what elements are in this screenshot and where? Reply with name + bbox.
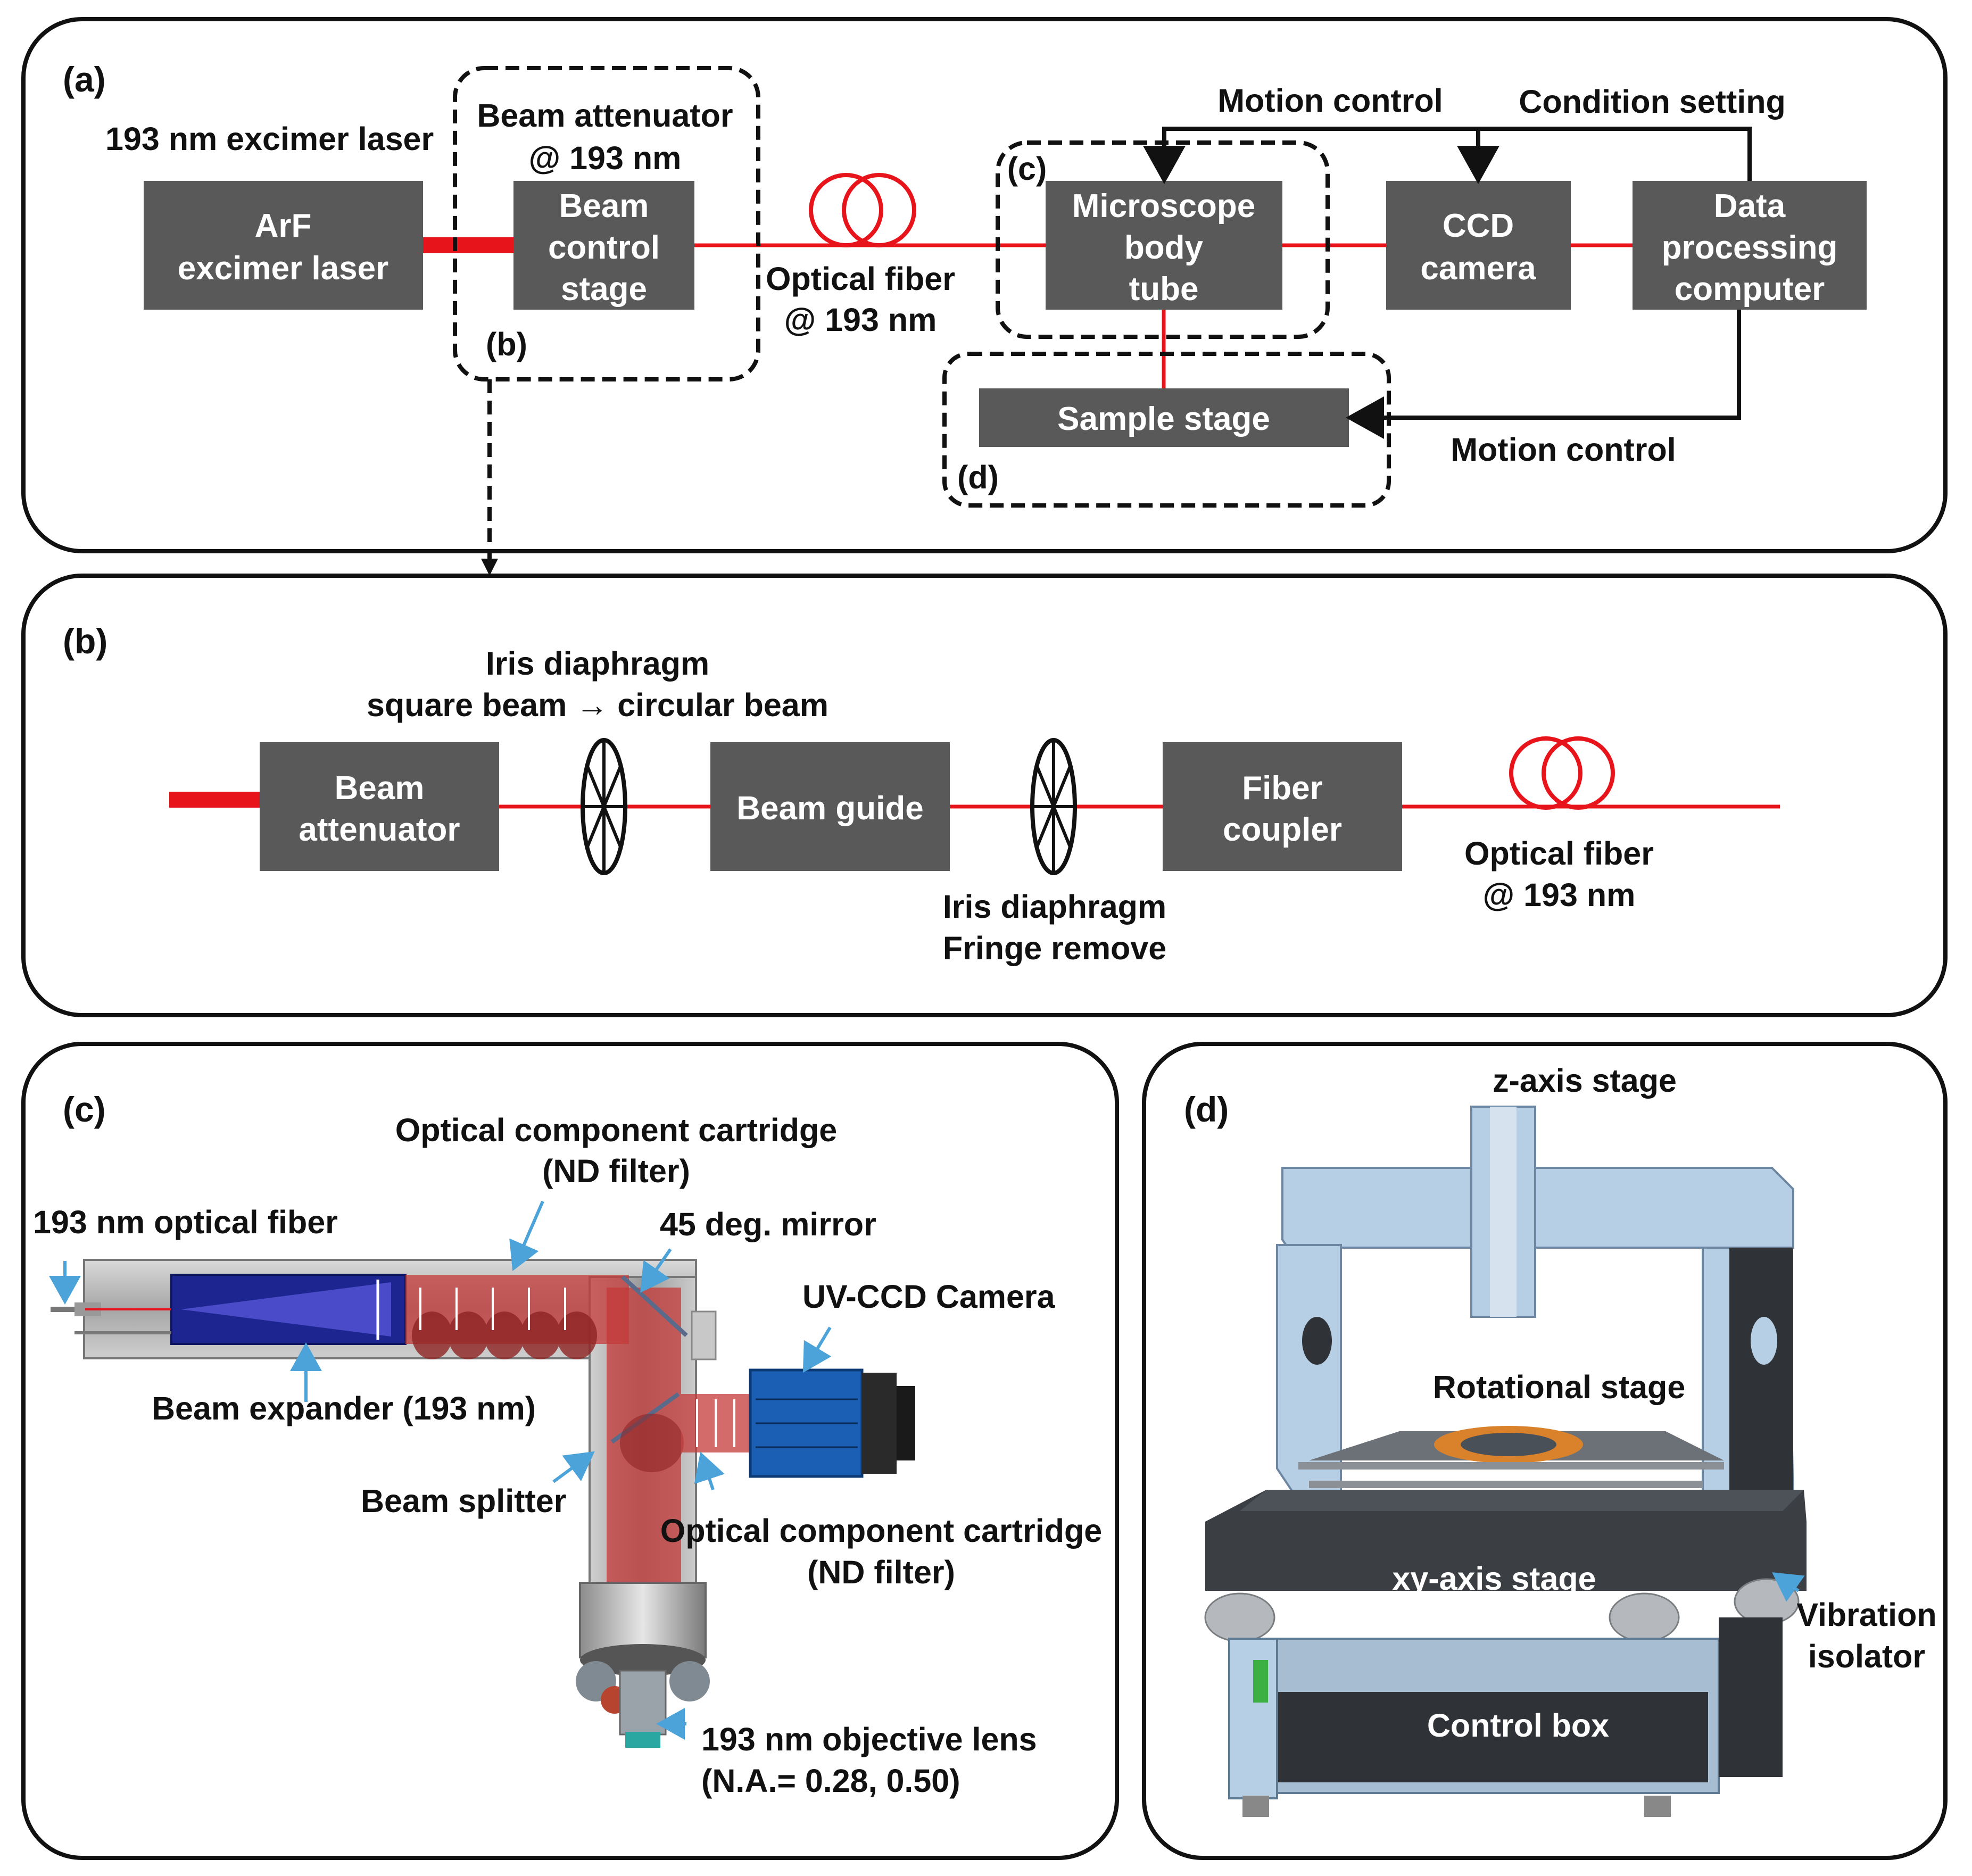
svg-text:CCD: CCD	[1443, 207, 1514, 244]
motion-control-bottom-label: Motion control	[1451, 431, 1676, 468]
camera-arrow	[802, 1326, 832, 1373]
svg-text:processing: processing	[1662, 229, 1838, 266]
rot-stage-label: Rotational stage	[1433, 1369, 1686, 1405]
svg-text:ArF: ArF	[255, 207, 312, 244]
panel-b-frame	[21, 574, 1948, 1017]
ccd-camera-box: CCD camera	[1386, 181, 1571, 310]
iris2-label-1: Iris diaphragm	[943, 889, 1166, 925]
svg-text:computer: computer	[1675, 271, 1825, 308]
fiber-coil-icon	[809, 173, 916, 247]
expander-label: Beam expander (193 nm)	[152, 1390, 536, 1426]
objective-label-1: 193 nm objective lens	[701, 1721, 1037, 1757]
svg-text:attenuator: attenuator	[299, 811, 460, 848]
laser-label: 193 nm excimer laser	[105, 121, 434, 157]
svg-text:control: control	[548, 229, 660, 266]
panel-a-frame	[21, 17, 1948, 553]
sample-stage-box: Sample stage	[979, 388, 1349, 447]
svg-text:stage: stage	[561, 271, 647, 308]
fiber-label-2: @ 193 nm	[784, 302, 937, 338]
svg-text:excimer laser: excimer laser	[178, 250, 388, 287]
panel-b-label: (b)	[63, 621, 107, 661]
isolator-label-2: isolator	[1808, 1638, 1925, 1674]
isolator-label-1: Vibration	[1796, 1597, 1936, 1633]
sub-label-b: (b)	[486, 326, 527, 362]
iris-diaphragm-icon-2	[1030, 738, 1077, 875]
arf-laser-box: ArF excimer laser	[144, 181, 423, 310]
panel-a-label: (a)	[63, 60, 106, 99]
svg-text:Beam: Beam	[559, 188, 649, 225]
sub-label-c: (c)	[1007, 151, 1047, 187]
motion-control-top-label: Motion control	[1217, 82, 1443, 119]
svg-text:Fiber: Fiber	[1242, 770, 1323, 807]
microscope-body-tube-box: Microscope body tube	[1046, 181, 1282, 310]
panel-c-frame	[21, 1042, 1119, 1860]
cartridge-top-arrow	[509, 1200, 544, 1272]
sub-label-d: (d)	[957, 459, 999, 495]
microscope-optics-illustration	[51, 1259, 915, 1748]
panel-c: (c)	[21, 1042, 1119, 1860]
beam-attenuator-box: Beam attenuator	[260, 742, 499, 871]
svg-text:body: body	[1124, 229, 1204, 266]
control-box-label: Control box	[1427, 1707, 1609, 1744]
svg-text:tube: tube	[1129, 271, 1199, 308]
svg-text:coupler: coupler	[1223, 811, 1342, 848]
svg-text:Beam guide: Beam guide	[736, 790, 923, 827]
stage-machine-illustration	[1204, 1106, 1807, 1817]
beam-guide-box: Beam guide	[710, 742, 950, 871]
objective-label-2: (N.A.= 0.28, 0.50)	[701, 1763, 960, 1799]
fiber-b-label-1: Optical fiber	[1464, 835, 1654, 871]
fiber-in-label: 193 nm optical fiber	[33, 1204, 338, 1240]
svg-text:Microscope: Microscope	[1072, 188, 1256, 225]
motion-control-arrow-top	[1143, 127, 1752, 184]
cartridge-side-label-1: Optical component cartridge	[660, 1513, 1102, 1549]
mirror-label: 45 deg. mirror	[660, 1206, 876, 1242]
cartridge-top-label-2: (ND filter)	[542, 1153, 690, 1189]
data-computer-box: Data processing computer	[1633, 181, 1867, 310]
iris2-label-2: Fringe remove	[943, 930, 1166, 966]
attenuator-label-2: @ 193 nm	[529, 140, 682, 176]
dashed-region-b	[453, 66, 760, 381]
splitter-arrow	[552, 1451, 595, 1483]
splitter-label: Beam splitter	[361, 1483, 566, 1519]
isolator-arrow	[1772, 1572, 1805, 1602]
svg-text:camera: camera	[1420, 250, 1536, 287]
panel-b: (b) Beam attenuator	[21, 574, 1948, 1017]
condition-setting-label: Condition setting	[1519, 84, 1785, 120]
iris1-label-1: Iris diaphragm	[486, 645, 709, 682]
xy-stage-label: xy-axis stage	[1392, 1560, 1596, 1597]
attenuator-label-1: Beam attenuator	[477, 97, 733, 134]
panel-a: (a) ArF excimer laser Beam control stage	[21, 17, 1948, 576]
fiber-coupler-box: Fiber coupler	[1163, 742, 1402, 871]
svg-text:Data: Data	[1714, 188, 1786, 225]
fiber-label-1: Optical fiber	[766, 261, 955, 297]
svg-text:Sample stage: Sample stage	[1057, 401, 1270, 437]
fiber-coil-icon-b	[1509, 736, 1615, 810]
cartridge-top-label-1: Optical component cartridge	[395, 1112, 837, 1148]
beam-control-stage-box: Beam control stage	[513, 181, 694, 310]
panel-d-label: (d)	[1184, 1090, 1229, 1129]
panel-c-label: (c)	[63, 1090, 106, 1129]
panel-d: (d)	[1142, 1042, 1948, 1860]
camera-label: UV-CCD Camera	[802, 1279, 1056, 1315]
iris1-label-2: square beam → circular beam	[367, 687, 828, 723]
cartridge-side-arrow	[694, 1451, 725, 1490]
dashed-region-d	[942, 352, 1391, 508]
svg-text:Beam: Beam	[335, 770, 425, 807]
fiber-b-label-2: @ 193 nm	[1483, 877, 1636, 913]
panel-d-frame	[1142, 1042, 1948, 1860]
dashed-link-arrowhead	[481, 559, 498, 576]
cartridge-side-label-2: (ND filter)	[807, 1554, 955, 1590]
z-stage-label: z-axis stage	[1493, 1062, 1677, 1099]
mirror-arrow	[640, 1248, 672, 1293]
motion-control-arrow-bottom	[1346, 310, 1741, 439]
iris-diaphragm-icon-1	[581, 738, 627, 875]
